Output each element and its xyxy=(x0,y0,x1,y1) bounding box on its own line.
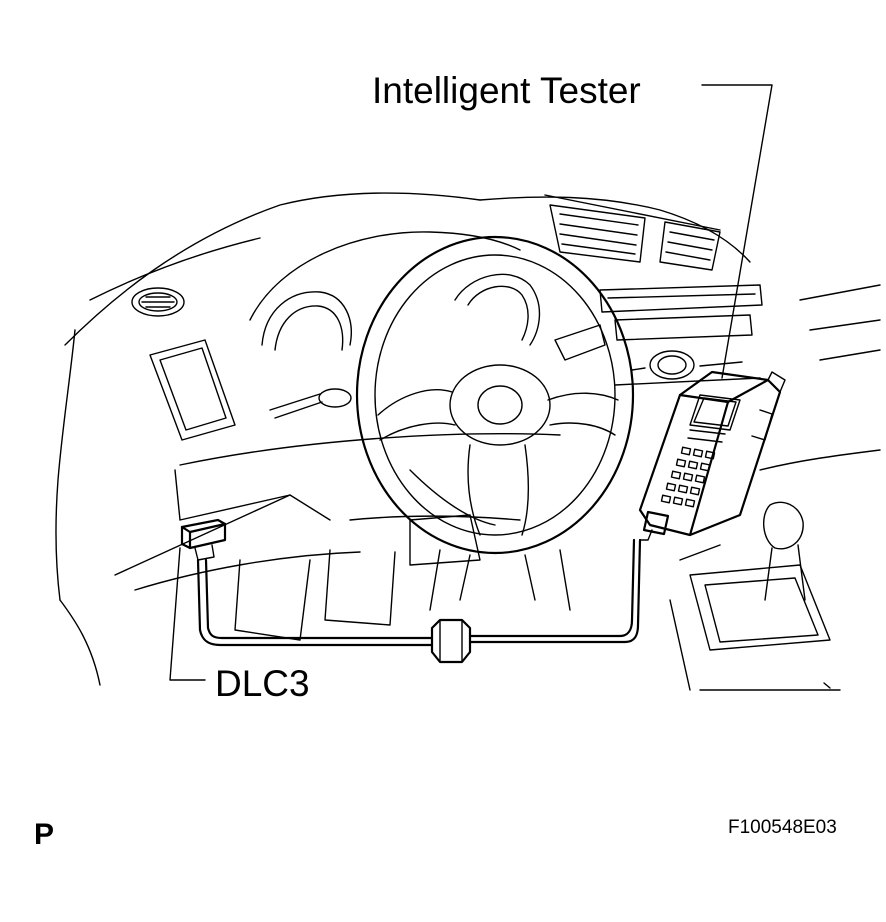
steering-column xyxy=(429,549,571,611)
steering-wheel xyxy=(355,235,635,555)
gear-shifter xyxy=(669,501,831,691)
tester-cable xyxy=(196,538,642,647)
left-switch-panel xyxy=(149,339,236,441)
intelligent-tester xyxy=(638,370,786,541)
tester-keypad xyxy=(660,446,716,508)
corner-mark: P xyxy=(34,818,55,851)
instrument-cluster xyxy=(249,231,606,419)
audio-unit xyxy=(599,284,763,386)
dashboard-outline xyxy=(55,192,881,691)
dlc3-label: DLC3 xyxy=(215,663,310,704)
left-air-vent xyxy=(131,287,185,317)
center-air-vents xyxy=(549,204,721,271)
dlc3-connector xyxy=(180,518,227,561)
cable-adapter xyxy=(430,618,472,664)
leader-lines xyxy=(169,84,831,689)
figure-code: F100548E03 xyxy=(728,817,837,838)
intelligent-tester-label: Intelligent Tester xyxy=(372,70,641,111)
